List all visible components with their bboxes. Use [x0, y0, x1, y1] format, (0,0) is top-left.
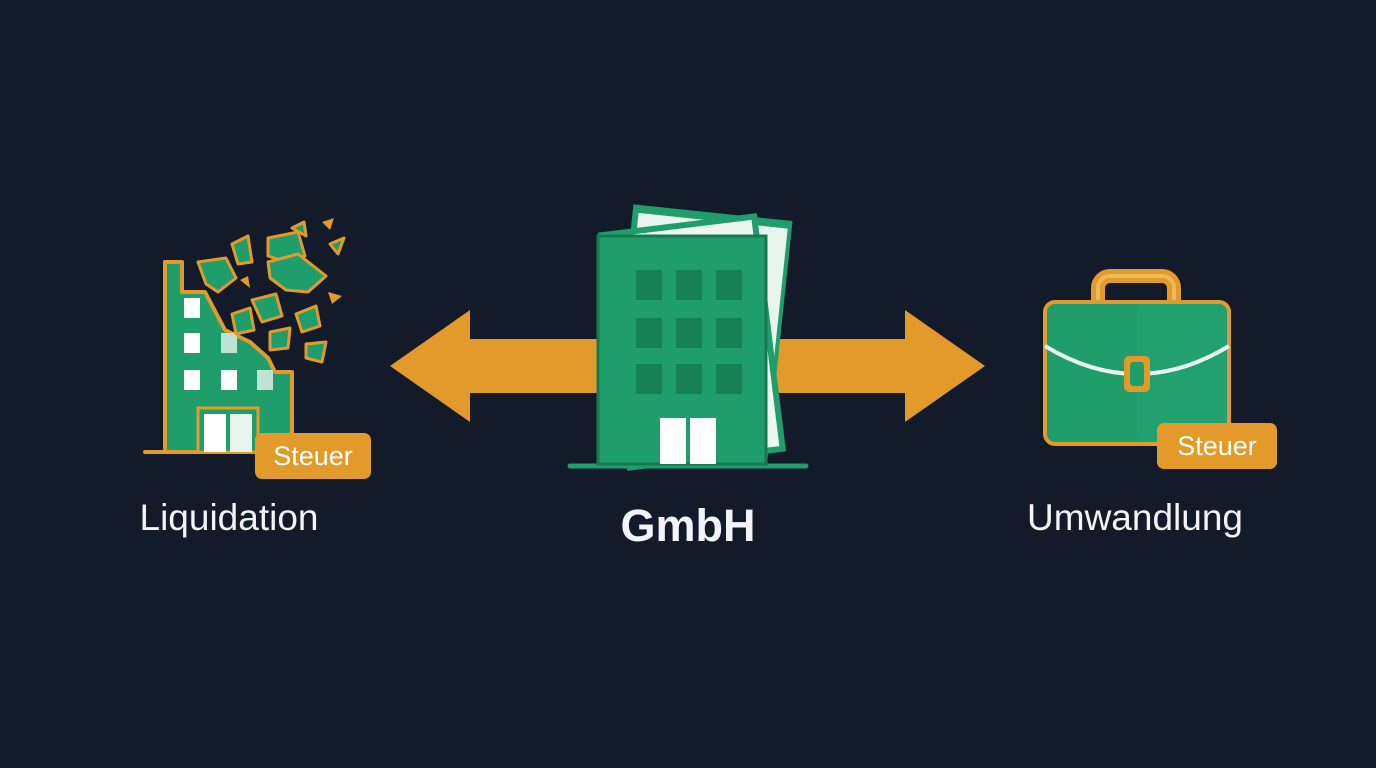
label-liquidation: Liquidation	[139, 497, 319, 538]
arrow-right-head	[760, 310, 985, 422]
crumbling-building-icon	[143, 218, 346, 454]
double-headed-arrow-icon	[390, 310, 985, 422]
briefcase-icon	[1043, 269, 1231, 446]
label-gmbh: GmbH	[620, 500, 756, 551]
label-umwandlung: Umwandlung	[1027, 497, 1243, 538]
arrow-left-head	[390, 310, 612, 422]
tax-badge-umwandlung: Steuer	[1157, 423, 1277, 469]
office-building-icon	[567, 204, 809, 471]
tax-badge-liquidation: Steuer	[255, 433, 371, 479]
